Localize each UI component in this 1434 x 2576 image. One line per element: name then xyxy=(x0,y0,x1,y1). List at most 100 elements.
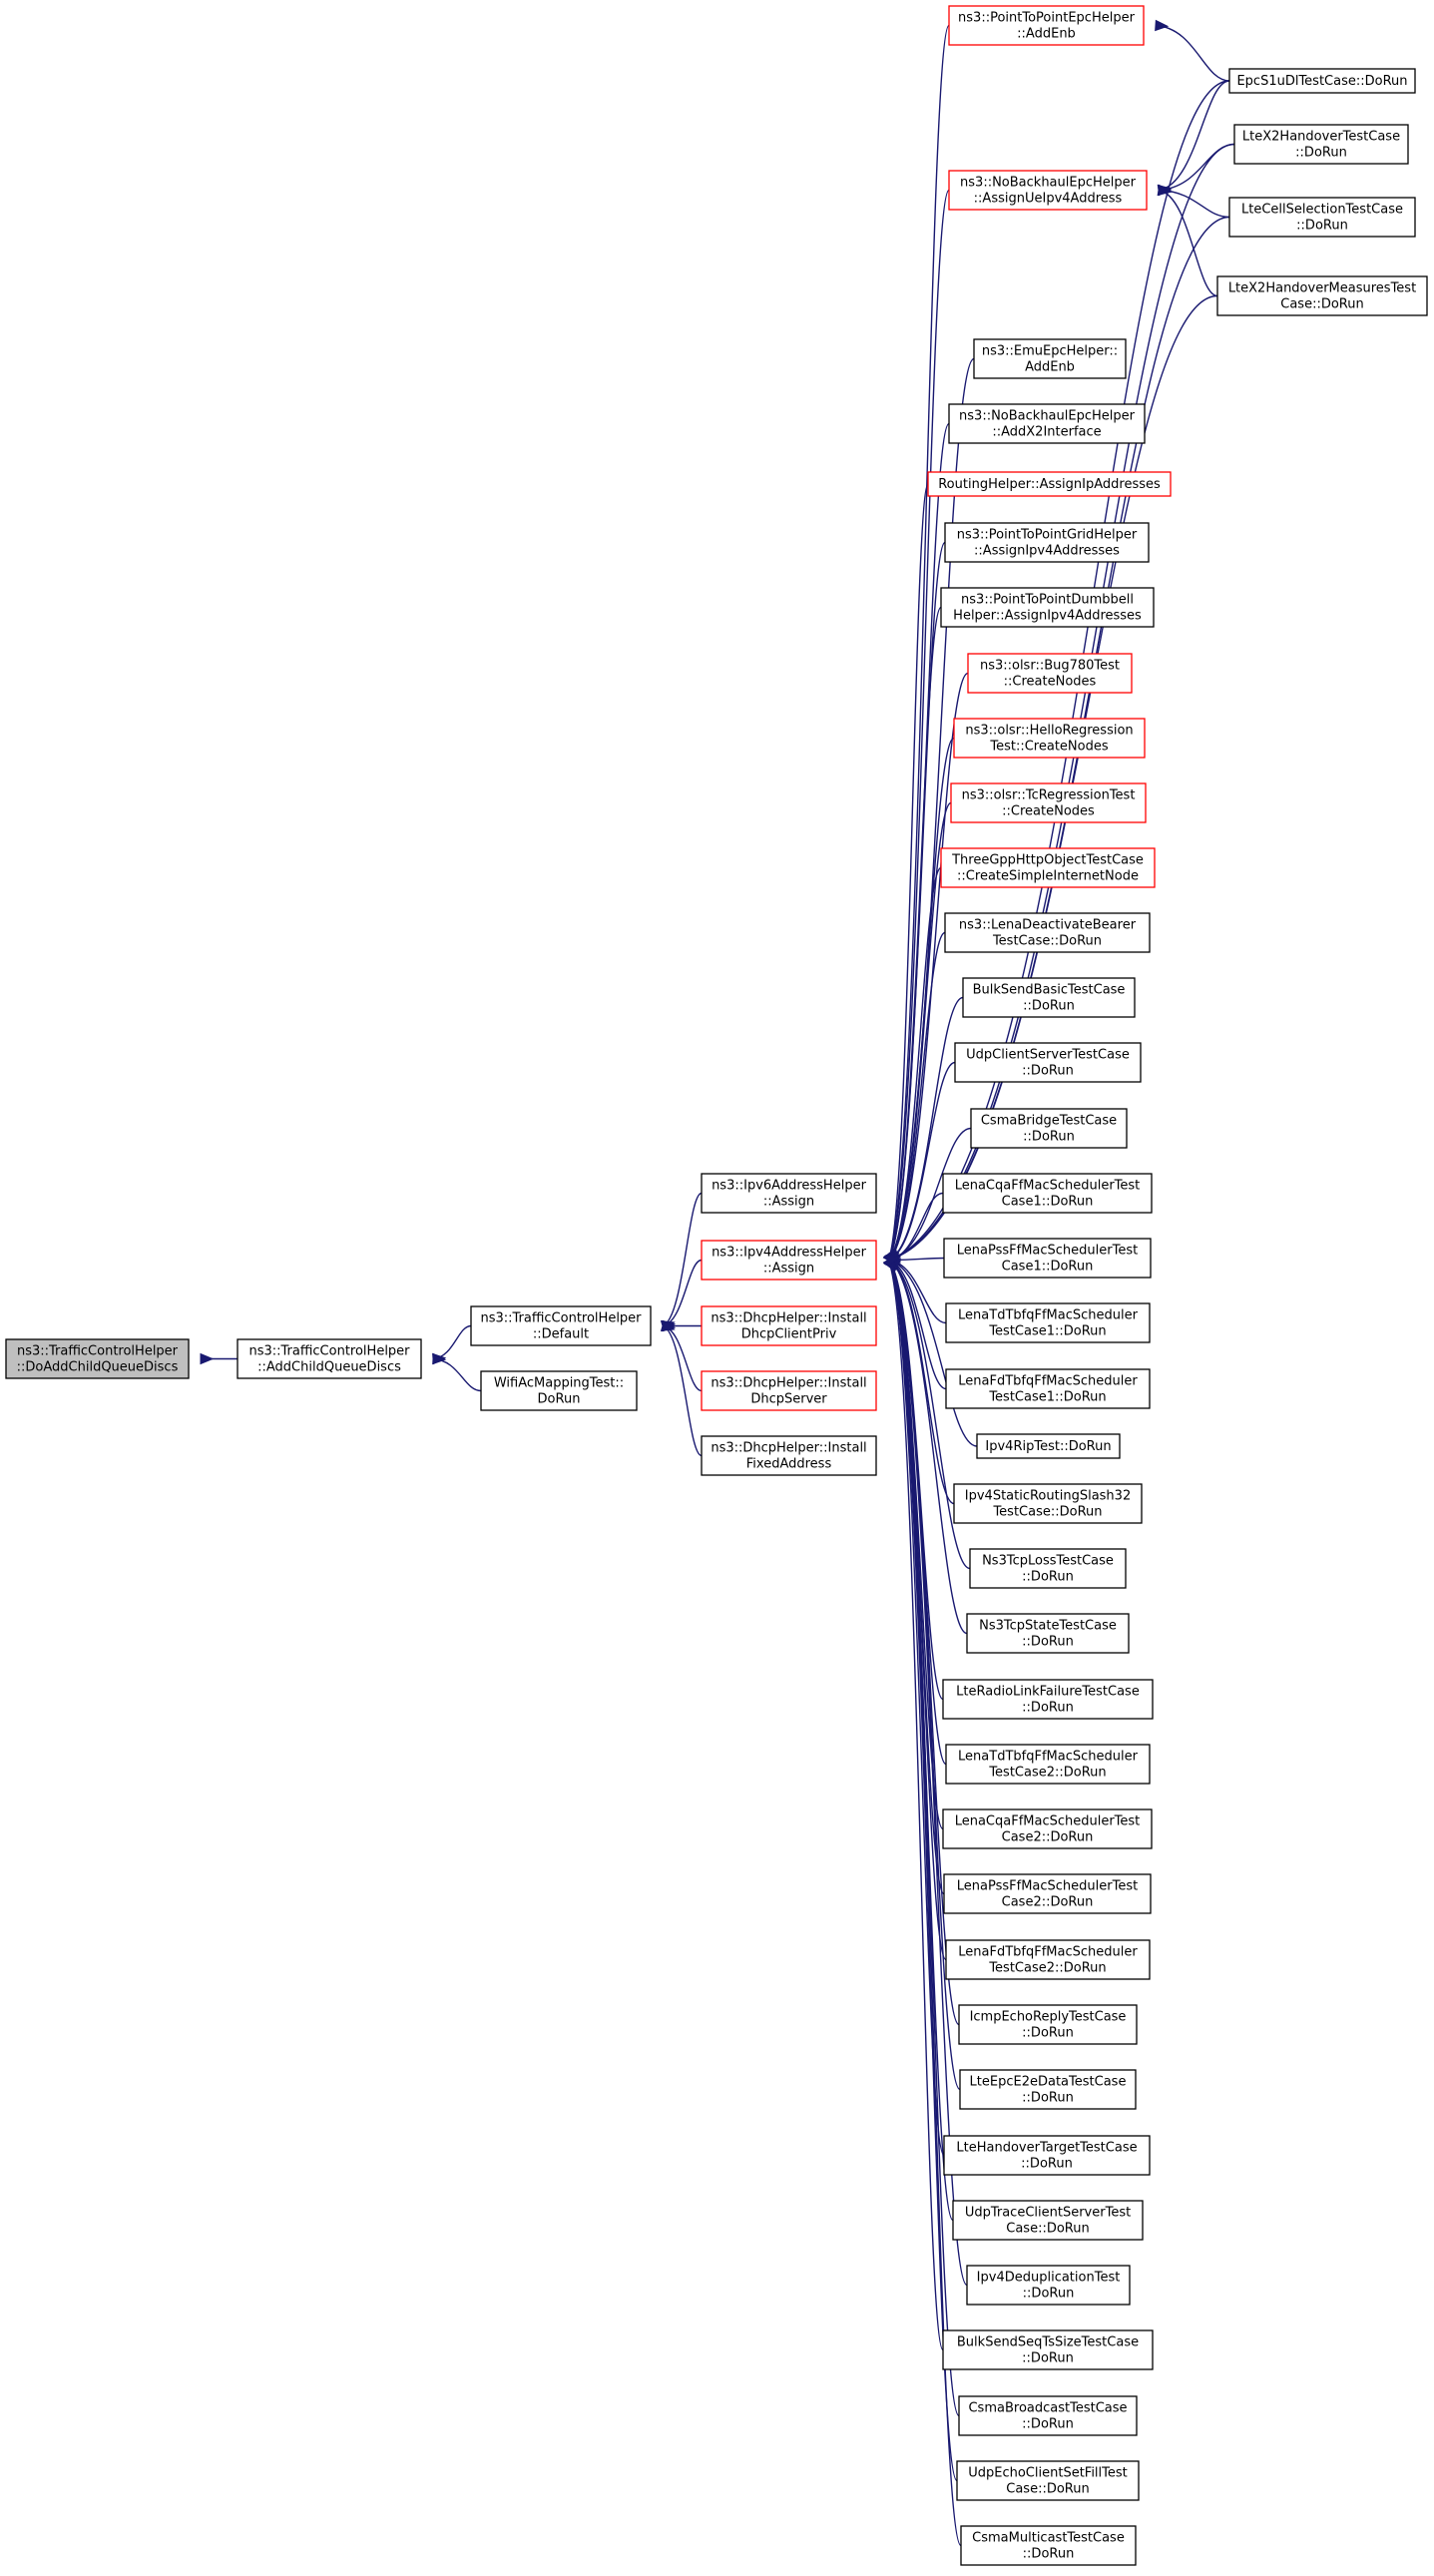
node-box-lenapss2[interactable] xyxy=(943,1873,1152,1914)
node-box-ipv6[interactable] xyxy=(701,1173,877,1214)
node-box-lenacqa2[interactable] xyxy=(942,1808,1153,1849)
node-box-ipv4dedup[interactable] xyxy=(966,2265,1131,2306)
node-tcreg[interactable]: ns3::olsr::TcRegressionTest::CreateNodes xyxy=(950,782,1147,823)
node-box-udpcs[interactable] xyxy=(954,1042,1142,1083)
node-root[interactable]: ns3::TrafficControlHelper::DoAddChildQue… xyxy=(5,1338,190,1379)
node-csmabcast[interactable]: CsmaBroadcastTestCase::DoRun xyxy=(958,2395,1138,2436)
node-box-hellreg[interactable] xyxy=(953,718,1146,759)
node-icmpecho[interactable]: IcmpEchoReplyTestCase::DoRun xyxy=(958,2004,1138,2045)
node-box-csmabridge[interactable] xyxy=(970,1108,1128,1149)
node-box-lenacqa1[interactable] xyxy=(942,1173,1153,1214)
node-box-threegpp[interactable] xyxy=(940,847,1156,888)
node-nobackx2[interactable]: ns3::NoBackhaulEpcHelper::AddX2Interface xyxy=(948,403,1146,444)
node-box-lteepce2e[interactable] xyxy=(959,2069,1137,2110)
node-bulkseq[interactable]: BulkSendSeqTsSizeTestCase::DoRun xyxy=(942,2329,1154,2370)
node-box-emuepc[interactable] xyxy=(973,338,1127,379)
node-box-p2pdumb[interactable] xyxy=(940,587,1155,628)
node-box-dhcpserver[interactable] xyxy=(701,1370,877,1411)
node-epcs1u[interactable]: EpcS1uDlTestCase::DoRun xyxy=(1228,68,1416,94)
node-box-lenafdtbfq2[interactable] xyxy=(945,1939,1151,1980)
node-box-lenafdtbfq1[interactable] xyxy=(945,1368,1151,1409)
node-box-udpechofill[interactable] xyxy=(956,2460,1140,2501)
node-addchild[interactable]: ns3::TrafficControlHelper::AddChildQueue… xyxy=(237,1338,422,1379)
node-box-dhcpfixed[interactable] xyxy=(701,1435,877,1476)
node-box-csmamcast[interactable] xyxy=(960,2525,1137,2566)
node-box-routing[interactable] xyxy=(927,471,1172,497)
node-box-ipv4[interactable] xyxy=(701,1240,877,1281)
node-box-epcs1u[interactable] xyxy=(1228,68,1416,94)
node-nobackassign[interactable]: ns3::NoBackhaulEpcHelper::AssignUeIpv4Ad… xyxy=(948,170,1148,211)
node-box-default[interactable] xyxy=(470,1305,652,1346)
node-box-ns3tcploss[interactable] xyxy=(969,1548,1127,1589)
node-box-nobackassign[interactable] xyxy=(948,170,1148,211)
node-box-udptrace[interactable] xyxy=(952,2200,1144,2241)
node-box-lenadeact[interactable] xyxy=(944,912,1151,953)
node-box-p2pepc[interactable] xyxy=(948,5,1145,46)
node-box-lteradio[interactable] xyxy=(942,1679,1154,1720)
node-wifiac[interactable]: WifiAcMappingTest::DoRun xyxy=(480,1370,638,1411)
node-udpcs[interactable]: UdpClientServerTestCase::DoRun xyxy=(954,1042,1142,1083)
node-routing[interactable]: RoutingHelper::AssignIpAddresses xyxy=(927,471,1172,497)
node-lteepce2e[interactable]: LteEpcE2eDataTestCase::DoRun xyxy=(959,2069,1137,2110)
node-box-bulkbasic[interactable] xyxy=(962,977,1136,1018)
node-p2pgrid[interactable]: ns3::PointToPointGridHelper::AssignIpv4A… xyxy=(944,522,1150,563)
node-ns3tcpstate[interactable]: Ns3TcpStateTestCase::DoRun xyxy=(966,1613,1130,1654)
node-box-bug780[interactable] xyxy=(967,653,1133,694)
node-box-lenapss1[interactable] xyxy=(943,1238,1152,1279)
node-box-ltex2homeas[interactable] xyxy=(1216,275,1428,316)
node-ltecellsel[interactable]: LteCellSelectionTestCase::DoRun xyxy=(1228,197,1416,238)
node-box-ltex2ho[interactable] xyxy=(1233,124,1409,165)
node-box-wifiac[interactable] xyxy=(480,1370,638,1411)
node-threegpp[interactable]: ThreeGppHttpObjectTestCase::CreateSimple… xyxy=(940,847,1156,888)
node-box-dhcpclient[interactable] xyxy=(701,1305,877,1346)
node-box-tcreg[interactable] xyxy=(950,782,1147,823)
node-csmamcast[interactable]: CsmaMulticastTestCase::DoRun xyxy=(960,2525,1137,2566)
node-csmabridge[interactable]: CsmaBridgeTestCase::DoRun xyxy=(970,1108,1128,1149)
node-box-icmpecho[interactable] xyxy=(958,2004,1138,2045)
node-bug780[interactable]: ns3::olsr::Bug780Test::CreateNodes xyxy=(967,653,1133,694)
node-box-lenatdtbfq1[interactable] xyxy=(945,1302,1151,1343)
node-lteradio[interactable]: LteRadioLinkFailureTestCase::DoRun xyxy=(942,1679,1154,1720)
node-box-ltecellsel[interactable] xyxy=(1228,197,1416,238)
node-p2pdumb[interactable]: ns3::PointToPointDumbbellHelper::AssignI… xyxy=(940,587,1155,628)
node-box-root[interactable] xyxy=(5,1338,190,1379)
node-box-ipv4static[interactable] xyxy=(953,1483,1143,1524)
node-ns3tcploss[interactable]: Ns3TcpLossTestCase::DoRun xyxy=(969,1548,1127,1589)
node-box-bulkseq[interactable] xyxy=(942,2329,1154,2370)
node-box-p2pgrid[interactable] xyxy=(944,522,1150,563)
node-p2pepc[interactable]: ns3::PointToPointEpcHelper::AddEnb xyxy=(948,5,1145,46)
node-ipv4dedup[interactable]: Ipv4DeduplicationTest::DoRun xyxy=(966,2265,1131,2306)
node-box-csmabcast[interactable] xyxy=(958,2395,1138,2436)
node-default[interactable]: ns3::TrafficControlHelper::Default xyxy=(470,1305,652,1346)
node-emuepc[interactable]: ns3::EmuEpcHelper::AddEnb xyxy=(973,338,1127,379)
node-bulkbasic[interactable]: BulkSendBasicTestCase::DoRun xyxy=(962,977,1136,1018)
node-box-ns3tcpstate[interactable] xyxy=(966,1613,1130,1654)
node-box-ipv4rip[interactable] xyxy=(976,1433,1121,1459)
node-box-addchild[interactable] xyxy=(237,1338,422,1379)
node-ipv4rip[interactable]: Ipv4RipTest::DoRun xyxy=(976,1433,1121,1459)
node-ltex2ho[interactable]: LteX2HandoverTestCase::DoRun xyxy=(1233,124,1409,165)
node-box-ltehandtarget[interactable] xyxy=(943,2135,1151,2176)
node-ltehandtarget[interactable]: LteHandoverTargetTestCase::DoRun xyxy=(943,2135,1151,2176)
node-box-nobackx2[interactable] xyxy=(948,403,1146,444)
node-ipv4[interactable]: ns3::Ipv4AddressHelper::Assign xyxy=(701,1240,877,1281)
node-hellreg[interactable]: ns3::olsr::HelloRegressionTest::CreateNo… xyxy=(953,718,1146,759)
node-box-lenatdtbfq2[interactable] xyxy=(945,1744,1151,1785)
node-ipv6[interactable]: ns3::Ipv6AddressHelper::Assign xyxy=(701,1173,877,1214)
